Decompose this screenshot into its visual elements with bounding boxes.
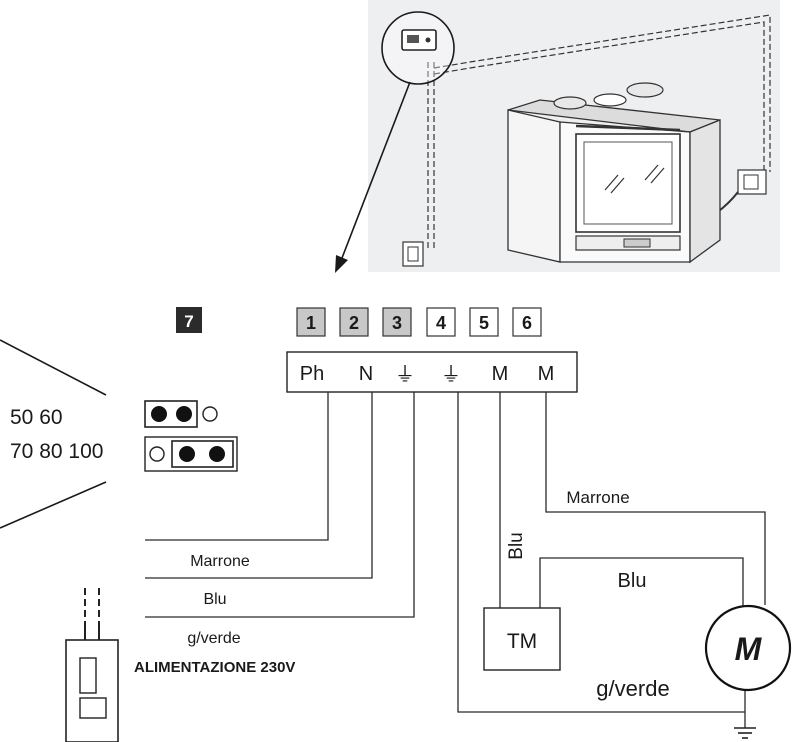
jumper-pin-r1-3 <box>202 406 218 422</box>
ground-symbol <box>734 727 756 739</box>
terminal-number-2: 2 <box>349 313 359 333</box>
control-box-display <box>407 35 419 43</box>
terminal-label-n: N <box>359 363 373 385</box>
thermostat-label: TM <box>507 630 537 653</box>
motor-wire-blue-label: Blu <box>618 570 647 592</box>
terminal-number-3: 3 <box>392 313 402 333</box>
terminal-label-m2: M <box>538 363 555 385</box>
wire-earth-green-yellow <box>145 392 415 618</box>
jumper-row2-label: 70 80 100 <box>10 440 103 463</box>
terminal-number-1: 1 <box>306 313 316 333</box>
terminal-number-4: 4 <box>436 313 446 333</box>
installation-illustration <box>368 0 780 272</box>
terminal-number-boxes: 1 2 3 4 5 6 <box>296 307 542 337</box>
terminal-number-box-4 <box>426 307 456 337</box>
jumper-callout-line-top <box>0 339 107 396</box>
bottom-wall-box-inner <box>407 246 419 262</box>
jumper-pin-r1-2 <box>176 406 192 422</box>
pointer-arrow-line <box>341 81 411 259</box>
bottom-wall-box <box>402 241 424 267</box>
jumper-pin-r2-3 <box>209 446 225 462</box>
cable-top-run <box>433 14 771 172</box>
terminal-number-box-5 <box>469 307 499 337</box>
supply-wire-green-yellow-label: g/verde <box>187 630 240 647</box>
jumper-pin-r2-2 <box>179 446 195 462</box>
wire-earth-4 <box>457 392 745 713</box>
terminal-number-5: 5 <box>479 313 489 333</box>
right-wall-box <box>737 169 767 195</box>
power-switch <box>65 588 119 742</box>
right-wall-box-inner <box>743 174 759 190</box>
jumper-row1-label: 50 60 <box>10 406 63 429</box>
terminal-number-6: 6 <box>522 313 532 333</box>
terminal-label-ph: Ph <box>300 363 324 385</box>
motor-wire-brown-label: Marrone <box>566 488 629 507</box>
terminal-number-box-6 <box>512 307 542 337</box>
jumper-callout-line-bottom <box>0 481 107 529</box>
motor-wire-green-yellow-label: g/verde <box>596 676 669 701</box>
terminal-block <box>286 351 578 393</box>
terminal-label-earth-2: ⏚ <box>441 364 461 386</box>
jumper-pins <box>144 400 238 472</box>
motor-symbol <box>704 604 792 692</box>
pointer-arrow-head <box>335 255 348 273</box>
motor-label: M <box>735 631 763 667</box>
terminal-label-m1: M <box>492 363 509 385</box>
jumper-pin-r2-1 <box>149 446 165 462</box>
motor-wire-blue-vertical-label: Blu <box>506 532 527 559</box>
terminal-number-box-2 <box>339 307 369 337</box>
jumper-number-box <box>176 307 202 333</box>
wire-marrone-to-motor <box>545 392 766 605</box>
terminal-number-box-1 <box>296 307 326 337</box>
cable-top-run-2 <box>433 21 765 172</box>
terminal-number-box-3 <box>382 307 412 337</box>
wire-blu-tm-to-motor <box>539 557 744 620</box>
wire-neutral-blue <box>145 392 373 579</box>
wire-phase-brown <box>145 392 329 541</box>
supply-wire-brown-label: Marrone <box>190 553 250 570</box>
control-box-knob <box>425 37 431 43</box>
power-supply-label: ALIMENTAZIONE 230V <box>134 659 295 676</box>
jumper-pin-r1-1 <box>151 406 167 422</box>
supply-wire-blue-label: Blu <box>203 591 226 608</box>
fireplace-insert <box>507 82 721 264</box>
terminal-label-earth-1: ⏚ <box>395 364 415 386</box>
thermostat-box <box>483 607 561 671</box>
jumper-number: 7 <box>184 312 193 331</box>
